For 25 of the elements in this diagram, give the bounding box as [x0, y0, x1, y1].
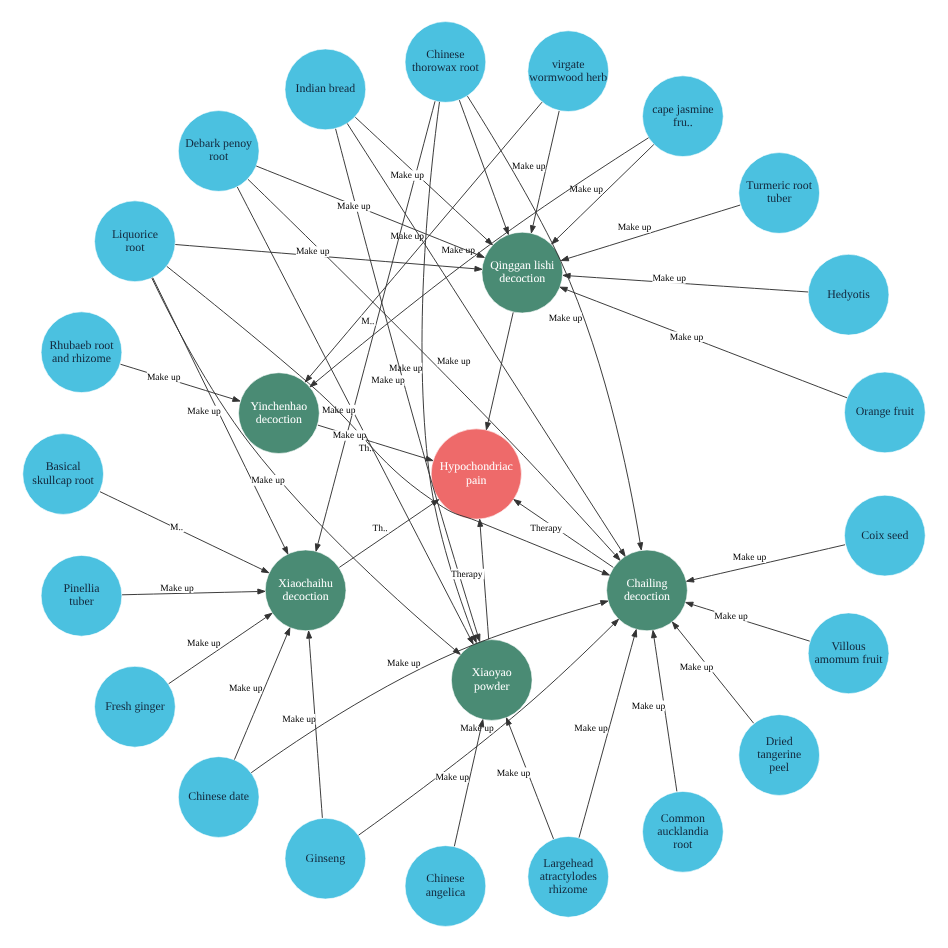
arrow	[151, 277, 461, 655]
arrow	[477, 518, 490, 640]
arrow	[458, 99, 509, 235]
arrow	[168, 612, 273, 685]
arrow	[671, 621, 755, 724]
arrow	[306, 630, 323, 819]
arrow	[99, 491, 270, 574]
arrow	[467, 95, 644, 551]
arrow	[346, 122, 626, 557]
arrow	[685, 601, 811, 642]
arrow	[559, 286, 848, 399]
arrow	[505, 717, 554, 840]
arrow	[358, 618, 619, 836]
arrow	[651, 630, 678, 792]
arrow	[686, 544, 846, 583]
arrow	[530, 110, 560, 234]
arrow	[453, 719, 485, 847]
arrow	[121, 588, 266, 596]
arrow	[233, 627, 291, 761]
arrow	[485, 311, 514, 431]
arrow	[120, 363, 241, 402]
arrow	[513, 499, 614, 568]
arrow	[560, 204, 741, 262]
arrow	[304, 101, 543, 383]
arrow	[578, 629, 638, 839]
